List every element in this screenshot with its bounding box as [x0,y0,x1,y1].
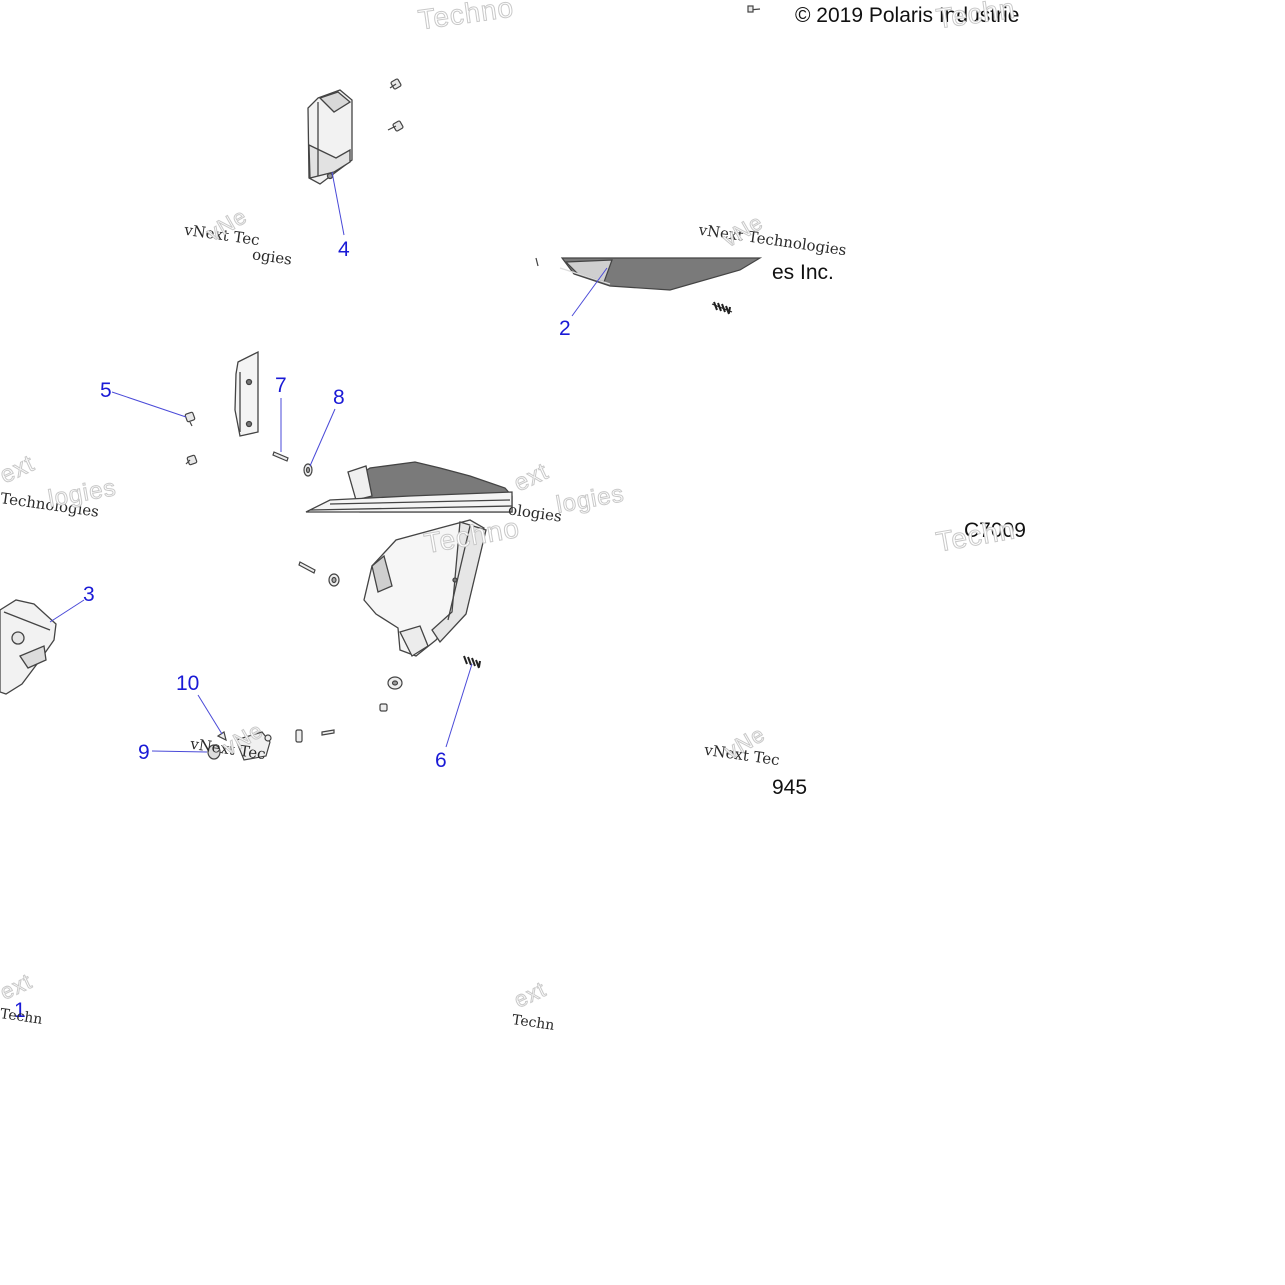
part-10-pin [216,731,227,742]
spring-upper [711,301,733,315]
screw-mid [379,703,388,712]
callout-9: 9 [138,741,150,764]
leader-8 [309,408,336,467]
leader-2 [571,267,608,317]
bolt-upper-2 [387,120,404,132]
headlight-lower [363,519,487,657]
callout-6: 6 [435,749,447,772]
leader-4 [331,171,345,236]
bolt-upper-1 [389,78,402,90]
part-3-bracket [0,599,57,695]
headlight-housing [305,461,513,513]
pin-lower [298,561,316,574]
part-9-grommet [207,744,221,760]
fastener-pair [295,729,335,743]
part-7-pin [272,451,289,462]
part-code: C7009 [964,519,1026,542]
callout-3: 3 [83,583,95,606]
leader-6 [445,663,473,748]
pin-top [747,5,761,13]
copyright-fragment: es Inc. [772,261,834,284]
copyright-text: © 2019 Polaris Industrie [795,4,1020,27]
callout-5: 5 [100,379,112,402]
leader-3 [49,599,85,623]
part-4-bracket [307,89,353,185]
leader-10 [197,694,223,735]
part-5-screw [184,411,196,427]
spring-lower [463,655,481,669]
callout-1: 1 [14,999,26,1022]
washer-mid [387,676,403,690]
leader-9 [151,750,208,753]
callout-7: 7 [275,374,287,397]
part-code-fragment: 945 [772,776,808,799]
callout-2: 2 [559,317,571,340]
part-2-lens [535,257,763,291]
callout-4: 4 [338,238,350,261]
callout-10: 10 [176,672,200,695]
leader-lines [49,171,608,753]
part-8-washer [303,463,313,477]
mounting-plate [234,350,259,437]
screw-lower-left [185,454,198,466]
callout-8: 8 [333,386,345,409]
leader-5 [111,391,187,418]
clip-part-9 [235,731,272,761]
washer-lower [328,573,340,587]
